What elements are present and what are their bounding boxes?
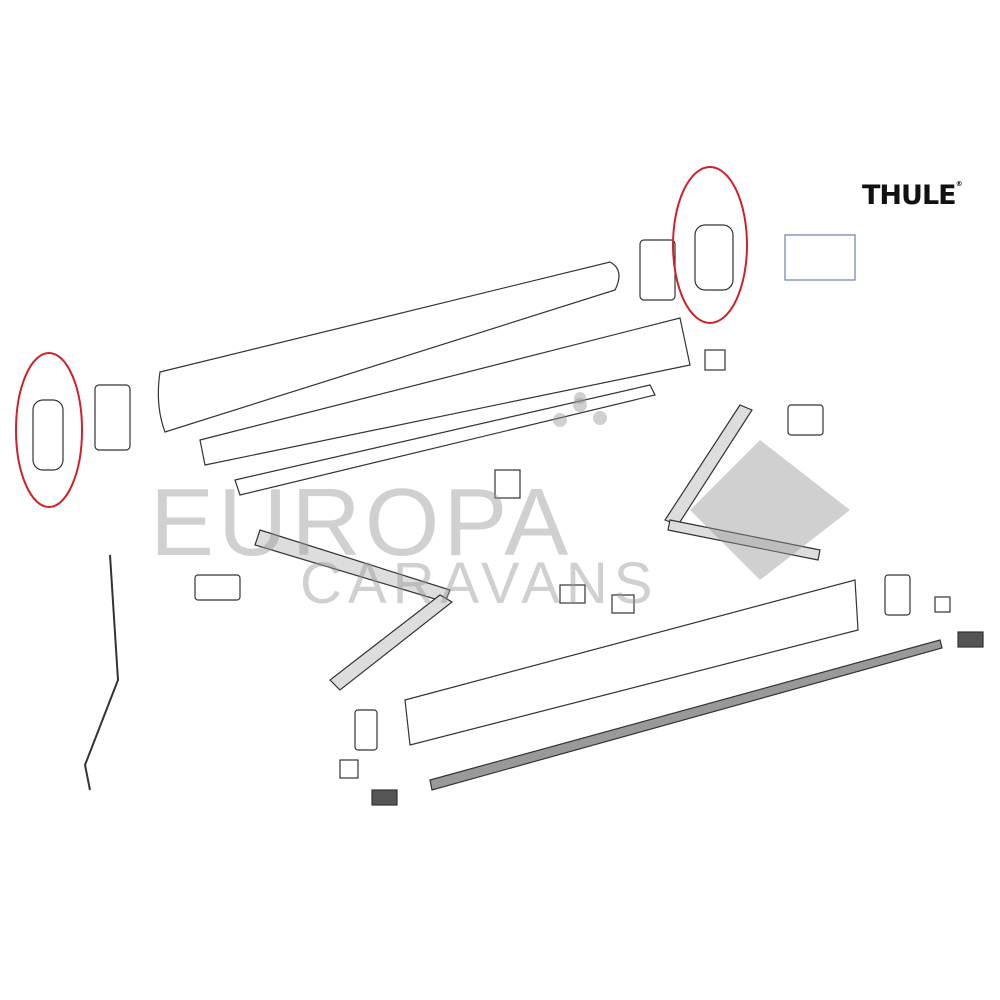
right-bracket (639, 239, 676, 301)
lead-rail (429, 639, 943, 791)
left-bracket (94, 384, 131, 451)
small-part (339, 759, 359, 779)
roller-tube (234, 384, 656, 496)
small-part (704, 349, 726, 371)
small-part (559, 584, 586, 604)
highlight-left-end-cap (15, 352, 83, 508)
highlight-right-end-cap (672, 166, 748, 324)
small-part (371, 789, 398, 806)
small-part (494, 469, 521, 499)
watermark-line1: EUROPA (150, 469, 573, 576)
small-part (354, 709, 378, 751)
small-part (787, 404, 824, 436)
left-arm-lower (329, 594, 454, 691)
small-part (611, 594, 635, 614)
left-end-cap (32, 399, 64, 471)
front-profile (199, 317, 691, 466)
small-part (194, 574, 241, 601)
detail-inset (784, 234, 856, 281)
small-part (934, 596, 951, 613)
cassette-housing (157, 261, 620, 433)
small-part (884, 574, 911, 616)
front-bar (404, 579, 859, 746)
thule-logo: THULE® (862, 180, 963, 211)
watermark-icon (553, 392, 850, 580)
small-part (957, 631, 984, 648)
right-end-cap (694, 224, 734, 291)
watermark-line2: CARAVANS (300, 551, 659, 616)
crank-handle (83, 554, 120, 791)
right-arm-lower (667, 519, 821, 561)
